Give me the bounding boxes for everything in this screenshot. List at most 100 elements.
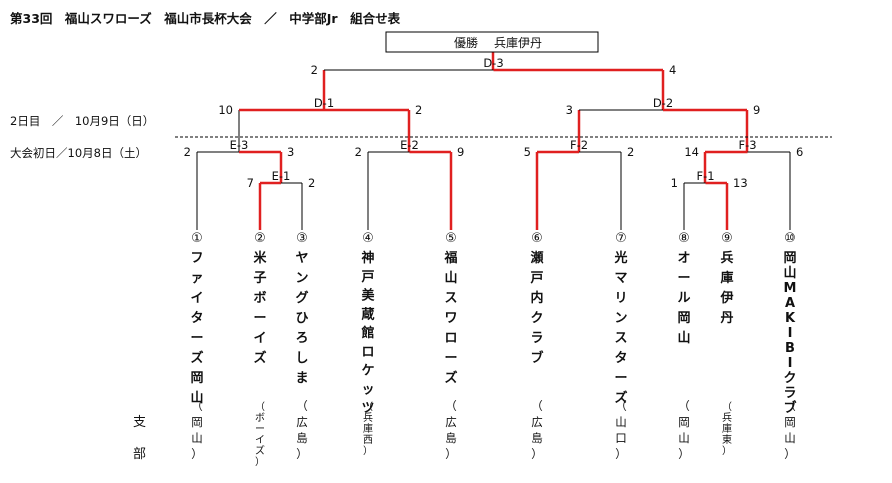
team-name-1-char-5: ー bbox=[190, 331, 203, 346]
champion-name: 兵庫伊丹 bbox=[494, 36, 542, 50]
score-right-D-1: 2 bbox=[415, 103, 422, 117]
team-name-6-char-4: ク bbox=[530, 311, 543, 326]
match-label-D-2: D-2 bbox=[653, 96, 673, 110]
match-label-F-1: F-1 bbox=[696, 169, 714, 183]
team-name-9-char-1: 兵 bbox=[720, 250, 733, 266]
schedule-day1: 大会初日／10月8日（土） bbox=[10, 146, 147, 160]
team-name-7-char-1: 光 bbox=[613, 250, 627, 266]
team-branch-2-char-3: ー bbox=[255, 424, 265, 435]
team-branch-3-char-2: 広 bbox=[296, 415, 308, 429]
team-name-10-char-9: ク bbox=[783, 371, 796, 386]
team-branch-8-char-2: 岡 bbox=[678, 415, 690, 429]
score-left-E-1: 7 bbox=[247, 176, 254, 190]
team-branch-6-char-3: 島 bbox=[531, 431, 543, 445]
team-name-4-char-8: ッ bbox=[361, 382, 374, 397]
team-name-8-char-4: 岡 bbox=[677, 311, 690, 326]
team-name-10-char-4: A bbox=[785, 296, 795, 311]
team-name-7-char-3: リ bbox=[614, 291, 627, 306]
score-left-F-3: 14 bbox=[684, 145, 699, 159]
team-name-10-char-1: 岡 bbox=[783, 251, 796, 266]
team-number-3: ③ bbox=[296, 231, 308, 246]
score-right-D-3: 4 bbox=[669, 63, 676, 77]
team-branch-5-char-2: 広 bbox=[445, 415, 457, 429]
team-name-6-char-3: 内 bbox=[530, 290, 543, 306]
team-name-3-char-4: ひ bbox=[295, 311, 308, 326]
score-right-F-1: 13 bbox=[733, 176, 748, 190]
score-left-D-1: 10 bbox=[218, 103, 233, 117]
team-branch-4-char-4: 西 bbox=[363, 435, 373, 446]
score-right-E-1: 2 bbox=[308, 176, 315, 190]
score-left-F-1: 1 bbox=[671, 176, 678, 190]
team-name-5-char-6: ー bbox=[444, 351, 457, 366]
team-branch-9-char-4: 東 bbox=[722, 433, 732, 446]
team-name-4-char-5: 館 bbox=[361, 325, 374, 341]
team-name-5-char-1: 福 bbox=[443, 250, 457, 266]
team-name-1-char-1: フ bbox=[190, 251, 203, 266]
team-branch-7-char-4: ） bbox=[615, 447, 627, 461]
team-name-3-char-3: グ bbox=[295, 290, 308, 306]
team-branch-9-char-2: 兵 bbox=[722, 411, 732, 424]
team-name-4-char-9: ツ bbox=[361, 401, 374, 416]
team-branch-7-char-1: （ bbox=[615, 399, 627, 413]
team-number-9: ⑨ bbox=[721, 231, 733, 246]
team-branch-10-char-4: ） bbox=[784, 447, 796, 461]
team-branch-7-char-3: 口 bbox=[615, 431, 627, 445]
team-branch-9-char-5: ） bbox=[722, 445, 732, 457]
team-name-10-char-10: ラ bbox=[783, 386, 796, 401]
team-name-10-char-6: I bbox=[788, 326, 793, 341]
score-left-F-2: 5 bbox=[524, 145, 531, 159]
team-number-2: ② bbox=[254, 231, 266, 246]
team-number-8: ⑧ bbox=[678, 231, 690, 246]
team-name-3-char-7: ま bbox=[295, 371, 308, 386]
team-branch-4-char-2: 兵 bbox=[363, 411, 373, 424]
champion-box bbox=[385, 31, 599, 53]
team-name-5-char-7: ズ bbox=[444, 370, 457, 386]
score-right-D-2: 9 bbox=[753, 103, 760, 117]
team-number-4: ④ bbox=[362, 231, 374, 246]
team-name-4-char-7: ケ bbox=[361, 364, 374, 379]
team-name-7-char-5: ス bbox=[614, 331, 627, 346]
match-label-D-3: D-3 bbox=[483, 56, 503, 70]
team-name-4-char-1: 神 bbox=[361, 250, 374, 266]
team-branch-3-char-4: ） bbox=[296, 447, 308, 461]
team-name-1-char-2: ァ bbox=[190, 271, 203, 286]
team-branch-8-char-3: 山 bbox=[678, 431, 690, 445]
team-branch-1-char-3: 山 bbox=[191, 431, 203, 445]
team-branch-6-char-4: ） bbox=[531, 447, 543, 461]
team-branch-6-char-1: （ bbox=[531, 399, 543, 413]
team-branch-10-char-1: （ bbox=[784, 399, 796, 413]
page-title: 第33回 福山スワローズ 福山市長杯大会 ／ 中学部Jr 組合せ表 bbox=[10, 11, 401, 26]
team-name-7-char-4: ン bbox=[614, 311, 627, 326]
team-branch-1-char-1: （ bbox=[191, 399, 203, 413]
team-name-2-char-3: ボ bbox=[253, 290, 266, 306]
team-branch-2-char-1: （ bbox=[255, 401, 265, 413]
team-branch-5-char-1: （ bbox=[445, 399, 457, 413]
score-left-E-3: 2 bbox=[184, 145, 191, 159]
team-name-9-char-2: 庫 bbox=[720, 270, 733, 286]
team-name-9-char-3: 伊 bbox=[719, 290, 733, 306]
team-name-6-char-1: 瀬 bbox=[530, 250, 543, 266]
team-name-1-char-8: 山 bbox=[190, 390, 203, 406]
team-branch-2-char-4: イ bbox=[255, 435, 265, 446]
team-branch-3-char-3: 島 bbox=[296, 431, 308, 445]
team-name-10-char-5: K bbox=[785, 311, 796, 326]
match-label-D-1: D-1 bbox=[314, 96, 334, 110]
team-number-1: ① bbox=[191, 231, 203, 246]
score-right-F-2: 2 bbox=[627, 145, 634, 159]
branch-label-bottom: 部 bbox=[133, 447, 147, 462]
team-name-8-char-3: ル bbox=[677, 291, 690, 306]
team-name-3-char-1: ヤ bbox=[295, 251, 308, 266]
team-name-5-char-4: ワ bbox=[444, 311, 457, 326]
team-branch-2-char-6: ） bbox=[255, 456, 265, 468]
score-right-E-3: 3 bbox=[287, 145, 294, 159]
team-name-4-char-3: 美 bbox=[361, 288, 375, 304]
score-left-D-3: 2 bbox=[311, 63, 318, 77]
team-branch-2-char-5: ズ bbox=[255, 444, 265, 457]
team-name-3-char-2: ン bbox=[295, 271, 308, 286]
team-name-6-char-5: ラ bbox=[530, 331, 543, 346]
team-branch-10-char-2: 岡 bbox=[784, 415, 796, 429]
team-number-6: ⑥ bbox=[531, 231, 543, 246]
team-name-5-char-5: ロ bbox=[444, 331, 457, 346]
team-name-7-char-8: ズ bbox=[614, 390, 627, 406]
